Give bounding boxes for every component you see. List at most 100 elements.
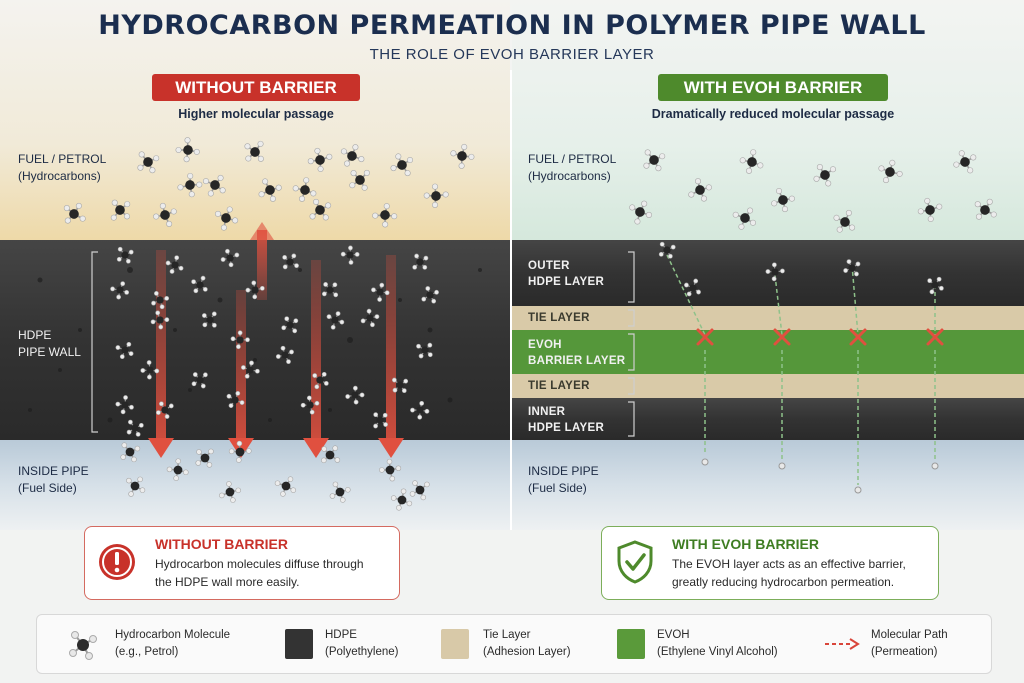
hydrocarbon-molecule	[340, 245, 360, 265]
hydrocarbon-molecule	[360, 308, 380, 328]
legend-line1: Hydrocarbon Molecule	[115, 629, 231, 641]
inside-label-text: INSIDE PIPE	[528, 464, 599, 478]
hydrocarbon-molecule	[292, 177, 317, 202]
hydrocarbon-molecule	[684, 278, 701, 297]
evoh-swatch	[617, 629, 645, 659]
hydrocarbon-molecule	[281, 316, 299, 334]
hydrocarbon-molecule	[166, 458, 189, 481]
hydrocarbon-molecule	[245, 280, 265, 300]
hydrocarbon-molecule	[658, 241, 676, 259]
evoh-layer	[512, 330, 1024, 374]
fuel-label-text: FUEL / PETROL	[18, 152, 107, 166]
hydrocarbon-molecule	[372, 203, 398, 228]
without-barrier-heading: WITHOUT BARRIER	[152, 74, 360, 101]
hydrocarbon-molecule	[63, 202, 86, 224]
inner-label-line2: HDPE LAYER	[528, 422, 605, 434]
hydrocarbon-molecule	[917, 197, 943, 223]
hydrocarbon-molecule	[140, 360, 160, 380]
hydrocarbon-molecule	[450, 143, 475, 169]
hydrocarbon-molecule	[153, 202, 177, 227]
legend-item-tie: Tie Layer (Adhesion Layer)	[483, 627, 571, 661]
left-fuel-label: FUEL / PETROL (Hydrocarbons)	[18, 151, 106, 185]
hydrocarbon-molecule	[390, 488, 413, 511]
hdpe-swatch	[285, 629, 313, 659]
hydrocarbon-molecule	[177, 172, 203, 198]
hydrocarbon-molecule	[220, 248, 240, 268]
inside-sublabel-text: (Fuel Side)	[528, 481, 587, 495]
hydrocarbon-molecule	[390, 153, 414, 177]
inner-hdpe-layer	[512, 398, 1024, 440]
page-title: HYDROCARBON PERMEATION IN POLYMER PIPE W…	[98, 10, 926, 41]
hydrocarbon-molecule	[226, 390, 245, 408]
hydrocarbon-molecule	[201, 311, 217, 328]
legend-line2: (Ethylene Vinyl Alcohol)	[657, 646, 778, 658]
info-line2: the HDPE wall more easily.	[155, 575, 300, 589]
hydrocarbon-molecule	[373, 412, 388, 429]
permeated-molecule-dot	[701, 458, 709, 466]
hydrocarbon-molecule	[202, 174, 226, 197]
hydrocarbon-molecule	[282, 253, 299, 270]
permeated-molecule-dot	[854, 486, 862, 494]
legend: Hydrocarbon Molecule (e.g., Petrol) HDPE…	[36, 614, 992, 674]
legend-line2: (Permeation)	[871, 646, 938, 658]
hydrocarbon-molecule	[165, 255, 184, 274]
hydrocarbon-molecule	[115, 395, 134, 415]
hydrocarbon-molecule	[739, 149, 764, 174]
legend-item-hdpe: HDPE (Polyethylene)	[325, 627, 399, 661]
right-caption: Dramatically reduced molecular passage	[651, 107, 895, 121]
hydrocarbon-molecule	[379, 458, 402, 482]
with-evoh-info-box: WITH EVOH BARRIER The EVOH layer acts as…	[601, 526, 939, 600]
hydrocarbon-molecule	[643, 149, 666, 172]
left-inside-label: INSIDE PIPE (Fuel Side)	[18, 463, 89, 497]
hydrocarbon-molecule	[813, 164, 837, 187]
right-fuel-label: FUEL / PETROL (Hydrocarbons)	[528, 151, 616, 185]
hydrocarbon-molecule	[244, 140, 264, 162]
tie-top-label: TIE LAYER	[528, 312, 590, 324]
left-wall-label: HDPE PIPE WALL	[18, 327, 81, 361]
hydrocarbon-molecule	[329, 481, 351, 503]
hydrocarbon-molecule	[275, 345, 294, 365]
hydrocarbon-molecule	[274, 476, 297, 497]
info-line2: greatly reducing hydrocarbon permeation.	[672, 575, 895, 589]
hydrocarbon-molecule	[137, 151, 160, 174]
wall-label-line2: PIPE WALL	[18, 345, 81, 359]
legend-item-molecule: Hydrocarbon Molecule (e.g., Petrol)	[115, 627, 230, 661]
hydrocarbon-molecule	[115, 341, 134, 360]
hydrocarbon-molecule	[151, 291, 170, 310]
inside-sublabel-text: (Fuel Side)	[18, 481, 77, 495]
evoh-label: EVOH BARRIER LAYER	[528, 337, 625, 369]
permeation-arrows-left	[148, 222, 404, 458]
hydrocarbon-molecule	[410, 400, 430, 420]
hydrocarbon-molecule	[833, 209, 856, 233]
permeated-molecule-dot	[931, 462, 939, 470]
hydrocarbon-molecule	[175, 137, 200, 163]
hydrocarbon-molecule	[191, 275, 208, 294]
hydrocarbon-molecule	[765, 262, 785, 282]
hydrocarbon-molecule	[771, 187, 795, 213]
hydrocarbon-molecule	[240, 360, 260, 379]
evoh-label-line2: BARRIER LAYER	[528, 355, 626, 367]
hydrocarbon-molecule	[391, 377, 409, 394]
tie-layer-top	[512, 306, 1024, 330]
legend-line2: (e.g., Petrol)	[115, 646, 179, 658]
outer-label-line2: HDPE LAYER	[528, 276, 605, 288]
hydrocarbon-molecule	[300, 395, 320, 415]
legend-line1: HDPE	[325, 629, 357, 641]
hydrocarbon-molecule	[126, 476, 146, 497]
page-subtitle: THE ROLE OF EVOH BARRIER LAYER	[369, 46, 655, 63]
hydrocarbon-molecule	[927, 276, 944, 295]
hydrocarbon-molecule	[345, 385, 365, 405]
hydrocarbon-molecule	[409, 480, 430, 501]
legend-line2: (Adhesion Layer)	[483, 646, 571, 658]
hydrocarbon-molecule	[307, 147, 333, 173]
without-barrier-info-box: WITHOUT BARRIER Hydrocarbon molecules di…	[84, 526, 400, 600]
hydrocarbon-molecule	[421, 286, 439, 304]
hydrocarbon-molecule	[156, 401, 174, 419]
hydrocarbon-molecule	[219, 481, 242, 503]
hydrocarbon-molecule	[214, 206, 239, 231]
hydrocarbon-molecule	[309, 198, 332, 221]
hydrocarbon-molecule	[116, 246, 134, 264]
hydrocarbon-molecule	[688, 178, 712, 202]
molecule-icon	[69, 631, 97, 660]
